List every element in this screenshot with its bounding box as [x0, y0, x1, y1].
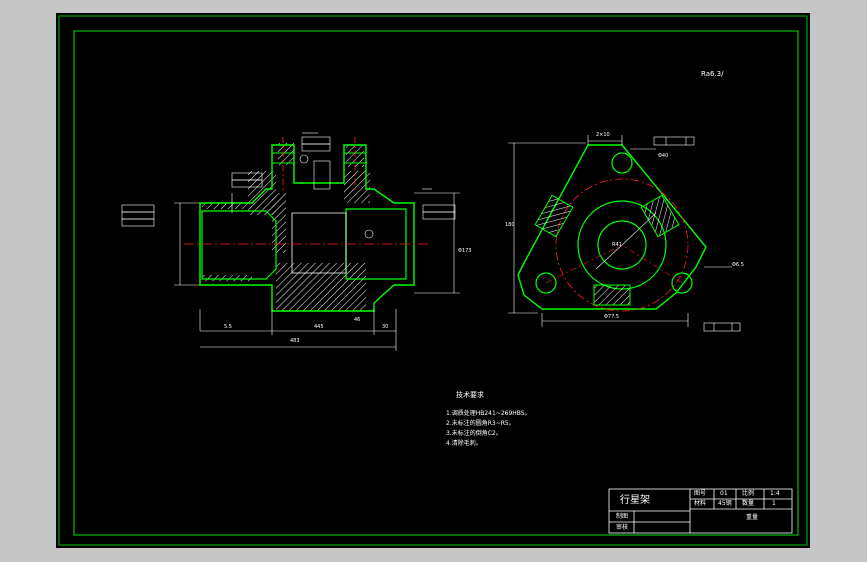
drawn-label: 制图: [616, 513, 629, 520]
center-line: [621, 244, 683, 284]
dim-small-step: 46: [354, 317, 361, 323]
part-name: 行星架: [620, 495, 650, 506]
plan-outline: [517, 144, 707, 310]
hatch-region: [278, 143, 294, 165]
datum-marker: [299, 154, 309, 164]
dim-left-height: 180: [505, 222, 515, 228]
checked-label: 审核: [616, 524, 629, 531]
material-label: 材料: [694, 500, 707, 507]
hatch-region: [202, 203, 252, 209]
pitch-circle: [555, 178, 689, 312]
dim-overall: 483: [290, 338, 300, 344]
dim-bottom-width: Φ77.5: [604, 314, 620, 320]
hatch-region: [640, 194, 680, 238]
dim-right-label: Φ6.5: [732, 262, 744, 268]
surface-finish-note: Ra6.3/: [701, 70, 724, 78]
dim-top-width: 2×10: [596, 132, 610, 138]
dim-right-height: Φ173: [458, 248, 472, 254]
quantity-label: 数量: [742, 500, 755, 507]
bore-outline: [201, 210, 277, 280]
material-value: 45钢: [718, 500, 732, 507]
center-hole: [597, 220, 647, 270]
hatch-region: [534, 194, 574, 238]
dim-center-hole: R41: [612, 242, 622, 248]
drawing-canvas: [58, 15, 808, 546]
quantity-value: 1: [772, 500, 776, 507]
scale-label: 比例: [742, 490, 755, 497]
plan-view: [508, 135, 741, 332]
pin-hole: [671, 272, 693, 294]
dim-bore: Φ40: [658, 153, 669, 159]
note-line: 1.调质处理HB241~269HBS。: [446, 410, 531, 417]
note-line: 3.未标注的倒角C2。: [446, 430, 502, 437]
note-line: 4.清除毛刺。: [446, 440, 482, 447]
dim-right-step: 30: [382, 324, 389, 330]
dim-left-step: 5.5: [224, 324, 232, 330]
notes-title: 技术要求: [456, 391, 484, 399]
dim-middle: 445: [314, 324, 324, 330]
datum-marker: [364, 229, 374, 239]
weight-label: 重量: [746, 514, 759, 521]
hatch-region: [202, 275, 252, 281]
center-line: [545, 244, 623, 284]
section-outline: [199, 144, 415, 312]
drawing-sheet: Ra6.3/ 技术要求 1.调质处理HB241~269HBS。 2.未标注的圆角…: [56, 13, 810, 548]
inner-border: [73, 30, 799, 536]
pin-hole: [611, 152, 633, 174]
hatch-region: [593, 284, 631, 306]
bore-outline: [291, 212, 347, 274]
drawing-no-label: 图号: [694, 490, 707, 497]
outer-border: [58, 15, 808, 546]
section-view: [121, 132, 460, 351]
note-line: 2.未标注的圆角R3~R5。: [446, 420, 515, 427]
scale-value: 1:4: [770, 490, 780, 497]
hatch-region: [276, 263, 366, 311]
title-block: [608, 488, 793, 534]
drawing-no: 01: [720, 490, 728, 497]
pin-hole: [535, 272, 557, 294]
